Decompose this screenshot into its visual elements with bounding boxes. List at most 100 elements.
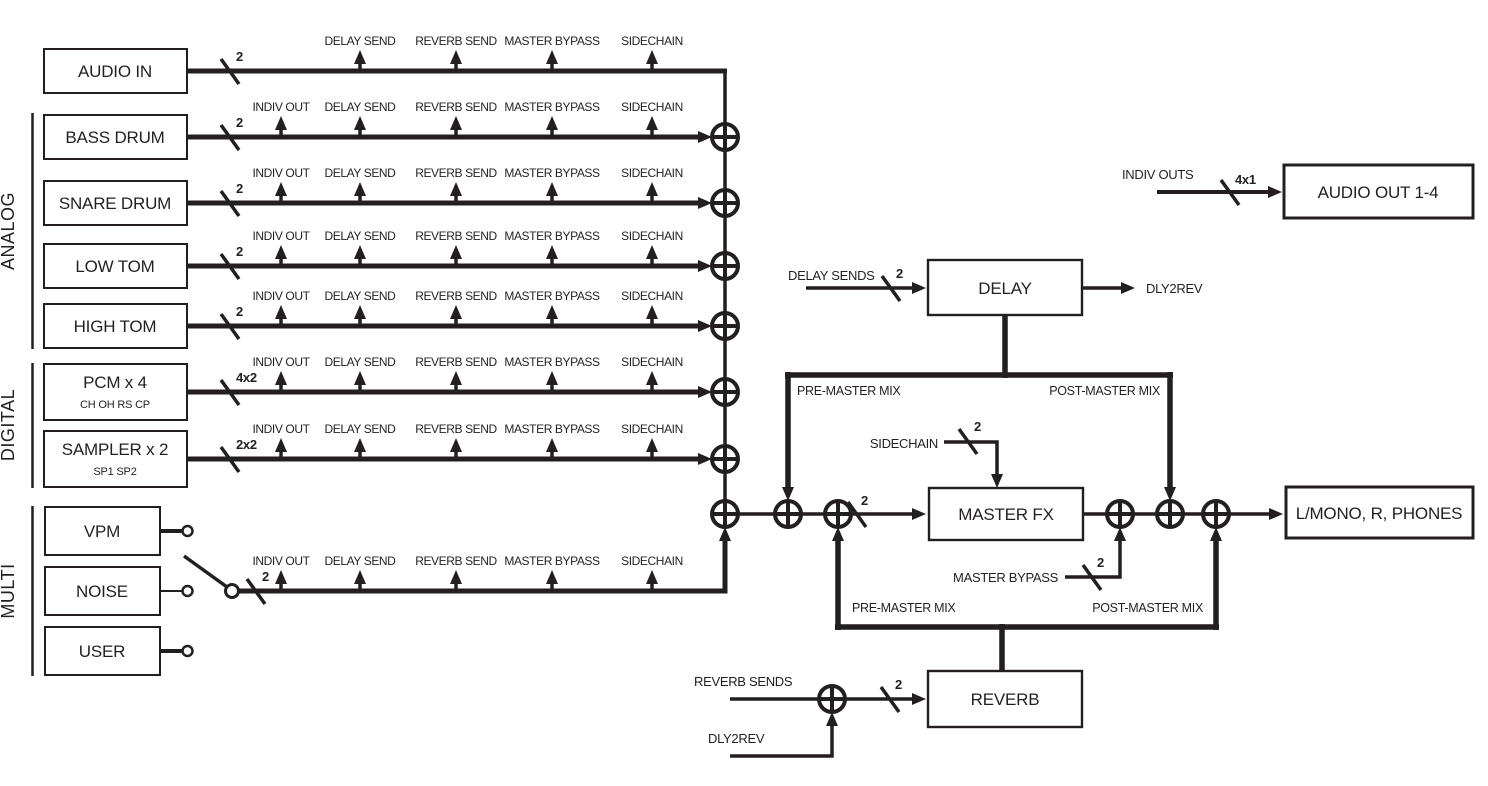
selector-switch-arm: [182, 554, 229, 589]
sidechain-label: SIDECHAIN: [621, 100, 683, 114]
low-tom-box: [43, 243, 188, 289]
high-tom-label: HIGH TOM: [74, 317, 157, 336]
bus-width-slash: [219, 378, 241, 407]
reverb-sends-label: REVERB SENDS: [694, 674, 793, 689]
reverb-box: [926, 669, 1084, 729]
master-fx-box: [927, 486, 1085, 542]
bus-width-value: 2: [861, 493, 868, 508]
reverb-post-sum-node: [1201, 499, 1231, 529]
sidechain-label: SIDECHAIN: [621, 229, 683, 243]
bus-width-value: 2: [895, 677, 902, 692]
noise-label: NOISE: [76, 582, 128, 601]
noise-contact: [181, 584, 194, 598]
low-tom-sum-node: [710, 251, 740, 281]
audio-out-label: AUDIO OUT 1-4: [1318, 183, 1439, 202]
bass-sum-node: [710, 122, 740, 152]
bus-width-slash: [219, 123, 241, 152]
low-tom-label: LOW TOM: [75, 257, 154, 276]
delay-post-master-label: POST-MASTER MIX: [1049, 384, 1161, 398]
delay-send-label: DELAY SEND: [325, 100, 397, 114]
dly2rev-in-label: DLY2REV: [708, 731, 765, 746]
sidechain-feed-wire: [944, 440, 1003, 488]
sampler-sum-node: [710, 444, 740, 474]
reverb-pre-sum-node: [823, 499, 853, 529]
master-bypass-label: MASTER BYPASS: [504, 355, 600, 369]
master-bypass-label: MASTER BYPASS: [504, 229, 600, 243]
sidechain-feed-label: SIDECHAIN: [870, 436, 938, 451]
sidechain-label: SIDECHAIN: [621, 289, 683, 303]
snare-sum-node: [710, 188, 740, 218]
channel-row-sampler: SAMPLER x 2 SP1 SP2 2x2 INDIV OUT DELAY …: [43, 422, 712, 488]
delay-pre-master-label: PRE-MASTER MIX: [797, 384, 901, 398]
sidechain-label: SIDECHAIN: [621, 34, 683, 48]
noise-box: [44, 566, 161, 616]
group-analog: ANALOG: [0, 113, 34, 349]
sampler-sublabel: SP1 SP2: [93, 466, 136, 478]
delay-box: [926, 258, 1084, 317]
main-out-box: [1284, 485, 1475, 540]
reverb-post-master-label: POST-MASTER MIX: [1092, 601, 1204, 615]
sidechain-label: SIDECHAIN: [621, 422, 683, 436]
multi-wire: [238, 527, 731, 594]
main-out-label: L/MONO, R, PHONES: [1296, 504, 1463, 523]
sidechain-label: SIDECHAIN: [621, 166, 683, 180]
reverb-send-label: REVERB SEND: [415, 166, 497, 180]
bus-width-value: 4x1: [1235, 172, 1256, 187]
vpm-label: VPM: [84, 522, 120, 541]
channel-row-high-tom: HIGH TOM 2 INDIV OUT DELAY SEND REVERB S…: [43, 289, 712, 349]
analog-group-label: ANALOG: [0, 192, 18, 270]
audio-in-box: [43, 48, 188, 94]
bus-width-slash: [219, 57, 241, 86]
reverb-send-label: REVERB SEND: [415, 229, 497, 243]
dly2rev-in-wire: [730, 712, 838, 758]
delay-section: DELAY SENDS 2 DELAY DLY2REV PRE-MASTER M…: [782, 258, 1203, 501]
sampler-label: SAMPLER x 2: [62, 440, 168, 459]
bus-width-value: 2: [236, 115, 243, 130]
reverb-send-label: REVERB SEND: [415, 355, 497, 369]
bus-width-value: 2: [236, 244, 243, 259]
delay-send-label: DELAY SEND: [325, 355, 397, 369]
bus-width-value: 2: [262, 569, 269, 584]
bus-width-slash: [245, 577, 267, 606]
bus-width-slash: [219, 445, 241, 474]
reverb-section: PRE-MASTER MIX POST-MASTER MIX REVERB SE…: [694, 527, 1222, 758]
indiv-out-label: INDIV OUT: [252, 422, 310, 436]
vpm-contact: [181, 524, 194, 538]
dly2rev-out-label: DLY2REV: [1146, 281, 1203, 296]
bus-width-slash: [219, 189, 241, 218]
high-tom-box: [43, 303, 188, 349]
reverb-label: REVERB: [971, 690, 1040, 709]
delay-send-label: DELAY SEND: [325, 229, 397, 243]
bus-width-value: 2x2: [236, 437, 257, 452]
master-bypass-label: MASTER BYPASS: [504, 289, 600, 303]
bus-width-slash: [219, 252, 241, 281]
pcm-sum-node: [710, 377, 740, 407]
vpm-box: [44, 506, 161, 556]
indiv-outs-section: INDIV OUTS 4x1 AUDIO OUT 1-4: [1122, 163, 1475, 220]
reverb-send-sum-node: [817, 684, 847, 714]
reverb-send-label: REVERB SEND: [415, 422, 497, 436]
channel-row-low-tom: LOW TOM 2 INDIV OUT DELAY SEND REVERB SE…: [43, 229, 712, 289]
indiv-outs-label: INDIV OUTS: [1122, 167, 1194, 182]
selector-switch-pivot: [224, 583, 240, 599]
master-bypass-label: MASTER BYPASS: [504, 34, 600, 48]
master-bypass-label: MASTER BYPASS: [504, 100, 600, 114]
delay-sends-label: DELAY SENDS: [788, 268, 875, 283]
user-contact: [181, 644, 194, 658]
channel-row-audio-in: AUDIO IN 2 DELAY SEND REVERB SEND MASTER…: [43, 34, 683, 94]
master-bypass-label: MASTER BYPASS: [504, 422, 600, 436]
bus-width-slash: [1219, 178, 1241, 207]
bus-width-value: 2: [236, 181, 243, 196]
master-chain: 2 SIDECHAIN 2 MASTER FX MASTER BYPASS 2 …: [725, 419, 1475, 592]
audio-out-box: [1282, 163, 1475, 220]
high-tom-sum-node: [710, 311, 740, 341]
channel-row-pcm: PCM x 4 CH OH RS CP 4x2 INDIV OUT DELAY …: [43, 355, 712, 421]
delay-label: DELAY: [978, 279, 1032, 298]
bass-drum-label: BASS DRUM: [65, 128, 164, 147]
bus-width-slash: [846, 500, 868, 529]
channel-row-bass-drum: BASS DRUM 2 INDIV OUT DELAY SEND REVERB …: [43, 100, 712, 160]
reverb-send-label: REVERB SEND: [415, 289, 497, 303]
bus-width-value: 2: [1097, 555, 1104, 570]
reverb-send-label: REVERB SEND: [415, 554, 497, 568]
